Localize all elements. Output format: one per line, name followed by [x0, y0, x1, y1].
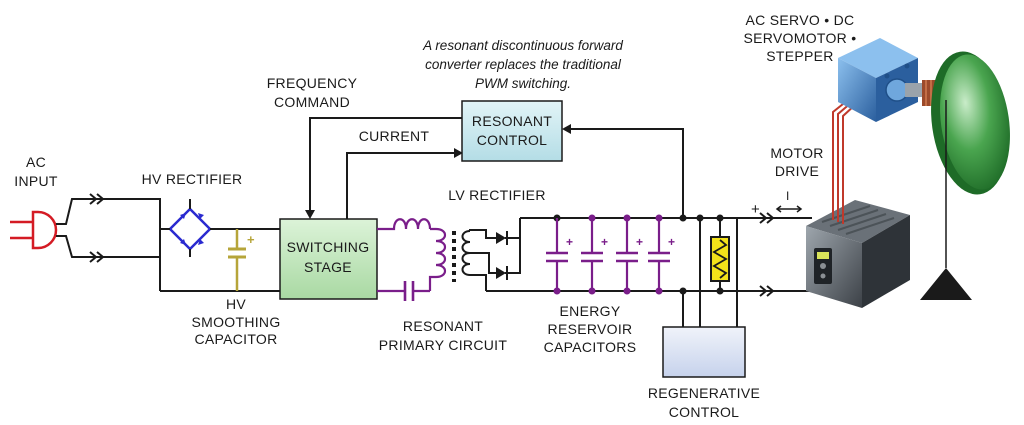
- svg-text:A resonant discontinuous forwa: A resonant discontinuous forward: [422, 38, 623, 53]
- resonant-feedback-wire: [570, 128, 684, 218]
- hv-bus-wires: [160, 228, 280, 292]
- current-label: CURRENT: [359, 128, 430, 144]
- energy-reservoir-capacitor-4-icon: +: [648, 214, 675, 295]
- resonant-control-label: RESONANT CONTROL: [472, 113, 552, 148]
- svg-text:converter replaces the traditi: converter replaces the traditional: [425, 57, 622, 72]
- hv-rectifier-bridge-icon: [168, 207, 212, 251]
- svg-text:AC: AC: [26, 154, 46, 170]
- svg-text:RESONANT: RESONANT: [403, 318, 483, 334]
- svg-text:RESERVOIR: RESERVOIR: [548, 321, 633, 337]
- svg-text:REGENERATIVE: REGENERATIVE: [648, 385, 760, 401]
- svg-text:+: +: [668, 235, 675, 249]
- hv-smoothing-capacitor-label: HV SMOOTHING CAPACITOR: [191, 296, 280, 347]
- ac-input-label: AC INPUT: [14, 154, 58, 189]
- svg-text:MOTOR: MOTOR: [770, 145, 823, 161]
- svg-text:+: +: [601, 235, 608, 249]
- svg-text:SMOOTHING: SMOOTHING: [191, 314, 280, 330]
- svg-text:PRIMARY CIRCUIT: PRIMARY CIRCUIT: [379, 337, 508, 353]
- svg-text:+: +: [566, 235, 573, 249]
- current-arrow-icon: [454, 148, 463, 158]
- regenerative-control-box: [662, 326, 746, 378]
- regenerative-control-label: REGENERATIVE CONTROL: [648, 385, 760, 420]
- svg-text:STEPPER: STEPPER: [766, 48, 833, 64]
- ac-input-wires: [56, 198, 161, 258]
- frequency-arrow-icon: [305, 210, 315, 219]
- bidirectional-current-icon: I: [775, 189, 803, 213]
- rectifier-left-wire: [159, 209, 170, 249]
- switching-stage-box: [279, 218, 378, 300]
- transformer-secondary-icon: [461, 230, 471, 276]
- svg-text:STAGE: STAGE: [304, 259, 352, 275]
- lv-tap-wire: [470, 252, 497, 274]
- svg-text:PWM switching.: PWM switching.: [475, 76, 571, 91]
- hv-rectifier-label: HV RECTIFIER: [142, 171, 243, 187]
- lv-diode-top-icon: [496, 231, 508, 245]
- output-plus-sign: +: [751, 201, 760, 218]
- ac-input-plug-icon: [10, 210, 58, 250]
- svg-text:CAPACITORS: CAPACITORS: [544, 339, 637, 355]
- svg-text:CONTROL: CONTROL: [669, 404, 740, 420]
- output-arrow-top-icon: [759, 212, 775, 224]
- resonant-capacitor-icon: [377, 281, 430, 301]
- svg-text:+: +: [636, 235, 643, 249]
- svg-text:INPUT: INPUT: [14, 173, 58, 189]
- energy-reservoir-capacitor-1-icon: +: [546, 214, 573, 295]
- input-arrow-bottom-icon: [89, 251, 105, 263]
- flywheel-disc-icon: [931, 51, 1010, 195]
- hanging-load-icon: [920, 100, 972, 300]
- current-wire: [346, 152, 455, 219]
- svg-text:AC SERVO • DC: AC SERVO • DC: [746, 12, 855, 28]
- svg-text:HV: HV: [226, 296, 246, 312]
- motor-drive-label: MOTOR DRIVE: [770, 145, 823, 179]
- svg-text:+: +: [247, 232, 255, 247]
- regen-control-wires: [682, 218, 738, 327]
- svg-text:ENERGY: ENERGY: [560, 303, 621, 319]
- resonant-control-box: [461, 100, 563, 162]
- svg-text:I: I: [786, 189, 789, 203]
- lv-rectifier-wires: [469, 218, 521, 291]
- lv-rectifier-label: LV RECTIFIER: [448, 187, 545, 203]
- brake-resistor-icon: [710, 218, 730, 291]
- svg-text:SWITCHING: SWITCHING: [287, 239, 370, 255]
- input-arrow-top-icon: [89, 193, 105, 205]
- drive-supply-wires: [759, 217, 812, 292]
- motor-drive-unit-icon: [806, 200, 910, 308]
- feedback-arrow-icon: [562, 124, 571, 134]
- output-arrow-bottom-icon: [759, 285, 775, 297]
- hv-smoothing-capacitor-icon: +: [228, 229, 255, 291]
- svg-text:CAPACITOR: CAPACITOR: [194, 331, 277, 347]
- lv-diode-bottom-icon: [496, 266, 508, 280]
- svg-text:RESONANT: RESONANT: [472, 113, 552, 129]
- resonant-inductor-icon: [377, 218, 432, 231]
- energy-reservoir-capacitor-2-icon: +: [581, 214, 608, 295]
- resonant-primary-label: RESONANT PRIMARY CIRCUIT: [379, 318, 508, 353]
- frequency-command-wire: [309, 117, 462, 212]
- motor-types-label: AC SERVO • DC SERVOMOTOR • STEPPER: [743, 12, 856, 64]
- switching-stage-label: SWITCHING STAGE: [287, 239, 370, 275]
- frequency-command-label: FREQUENCY COMMAND: [267, 75, 358, 110]
- svg-text:DRIVE: DRIVE: [775, 163, 819, 179]
- svg-text:CONTROL: CONTROL: [477, 132, 548, 148]
- svg-text:FREQUENCY: FREQUENCY: [267, 75, 358, 91]
- converter-note: A resonant discontinuous forward convert…: [422, 38, 623, 91]
- servo-motor-icon: [838, 38, 925, 122]
- svg-text:COMMAND: COMMAND: [274, 94, 350, 110]
- svg-text:SERVOMOTOR •: SERVOMOTOR •: [743, 30, 856, 46]
- transformer-primary-icon: [428, 227, 447, 291]
- energy-reservoir-capacitor-3-icon: +: [616, 214, 643, 295]
- energy-reservoir-label: ENERGY RESERVOIR CAPACITORS: [544, 303, 637, 355]
